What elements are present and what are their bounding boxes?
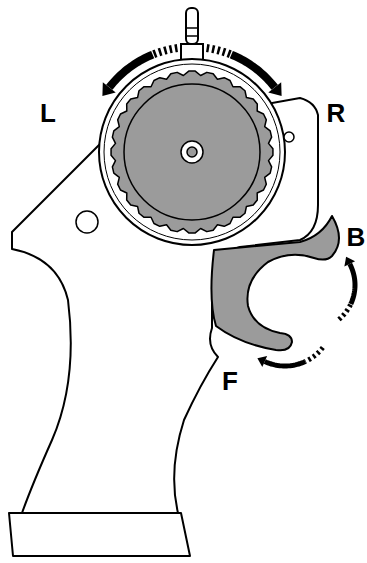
steering-wheel (111, 71, 273, 233)
grip-base (9, 513, 190, 556)
arrow-dashes (153, 48, 178, 55)
direction-label: L (40, 100, 56, 126)
motion-arrows (102, 48, 355, 367)
arrow-head (344, 257, 355, 267)
direction-label: B (347, 224, 366, 250)
arrow-body (109, 55, 152, 88)
arrow-head (257, 356, 267, 367)
arrow-body (350, 264, 355, 304)
antenna-ring (186, 35, 198, 37)
arrow-head (268, 82, 281, 96)
wheel-hub-center (187, 147, 197, 157)
arrow-body (265, 362, 306, 366)
wheel-face (124, 84, 260, 220)
arrow-dashes (305, 348, 323, 362)
arrow-dashes (339, 304, 351, 319)
arrow-head (102, 82, 115, 96)
wheel-housing-rim (104, 64, 280, 240)
wheel-housing (99, 59, 285, 245)
direction-label: F (222, 368, 238, 394)
wheel-hub (181, 141, 203, 163)
trim-hole (284, 132, 294, 142)
arrow-body (231, 55, 274, 88)
direction-label: R (327, 100, 346, 126)
antenna-base (181, 44, 203, 60)
antenna-ring (186, 27, 198, 29)
indicator-hole (76, 211, 98, 233)
arrow-dashes (207, 48, 232, 55)
antenna (186, 8, 198, 44)
